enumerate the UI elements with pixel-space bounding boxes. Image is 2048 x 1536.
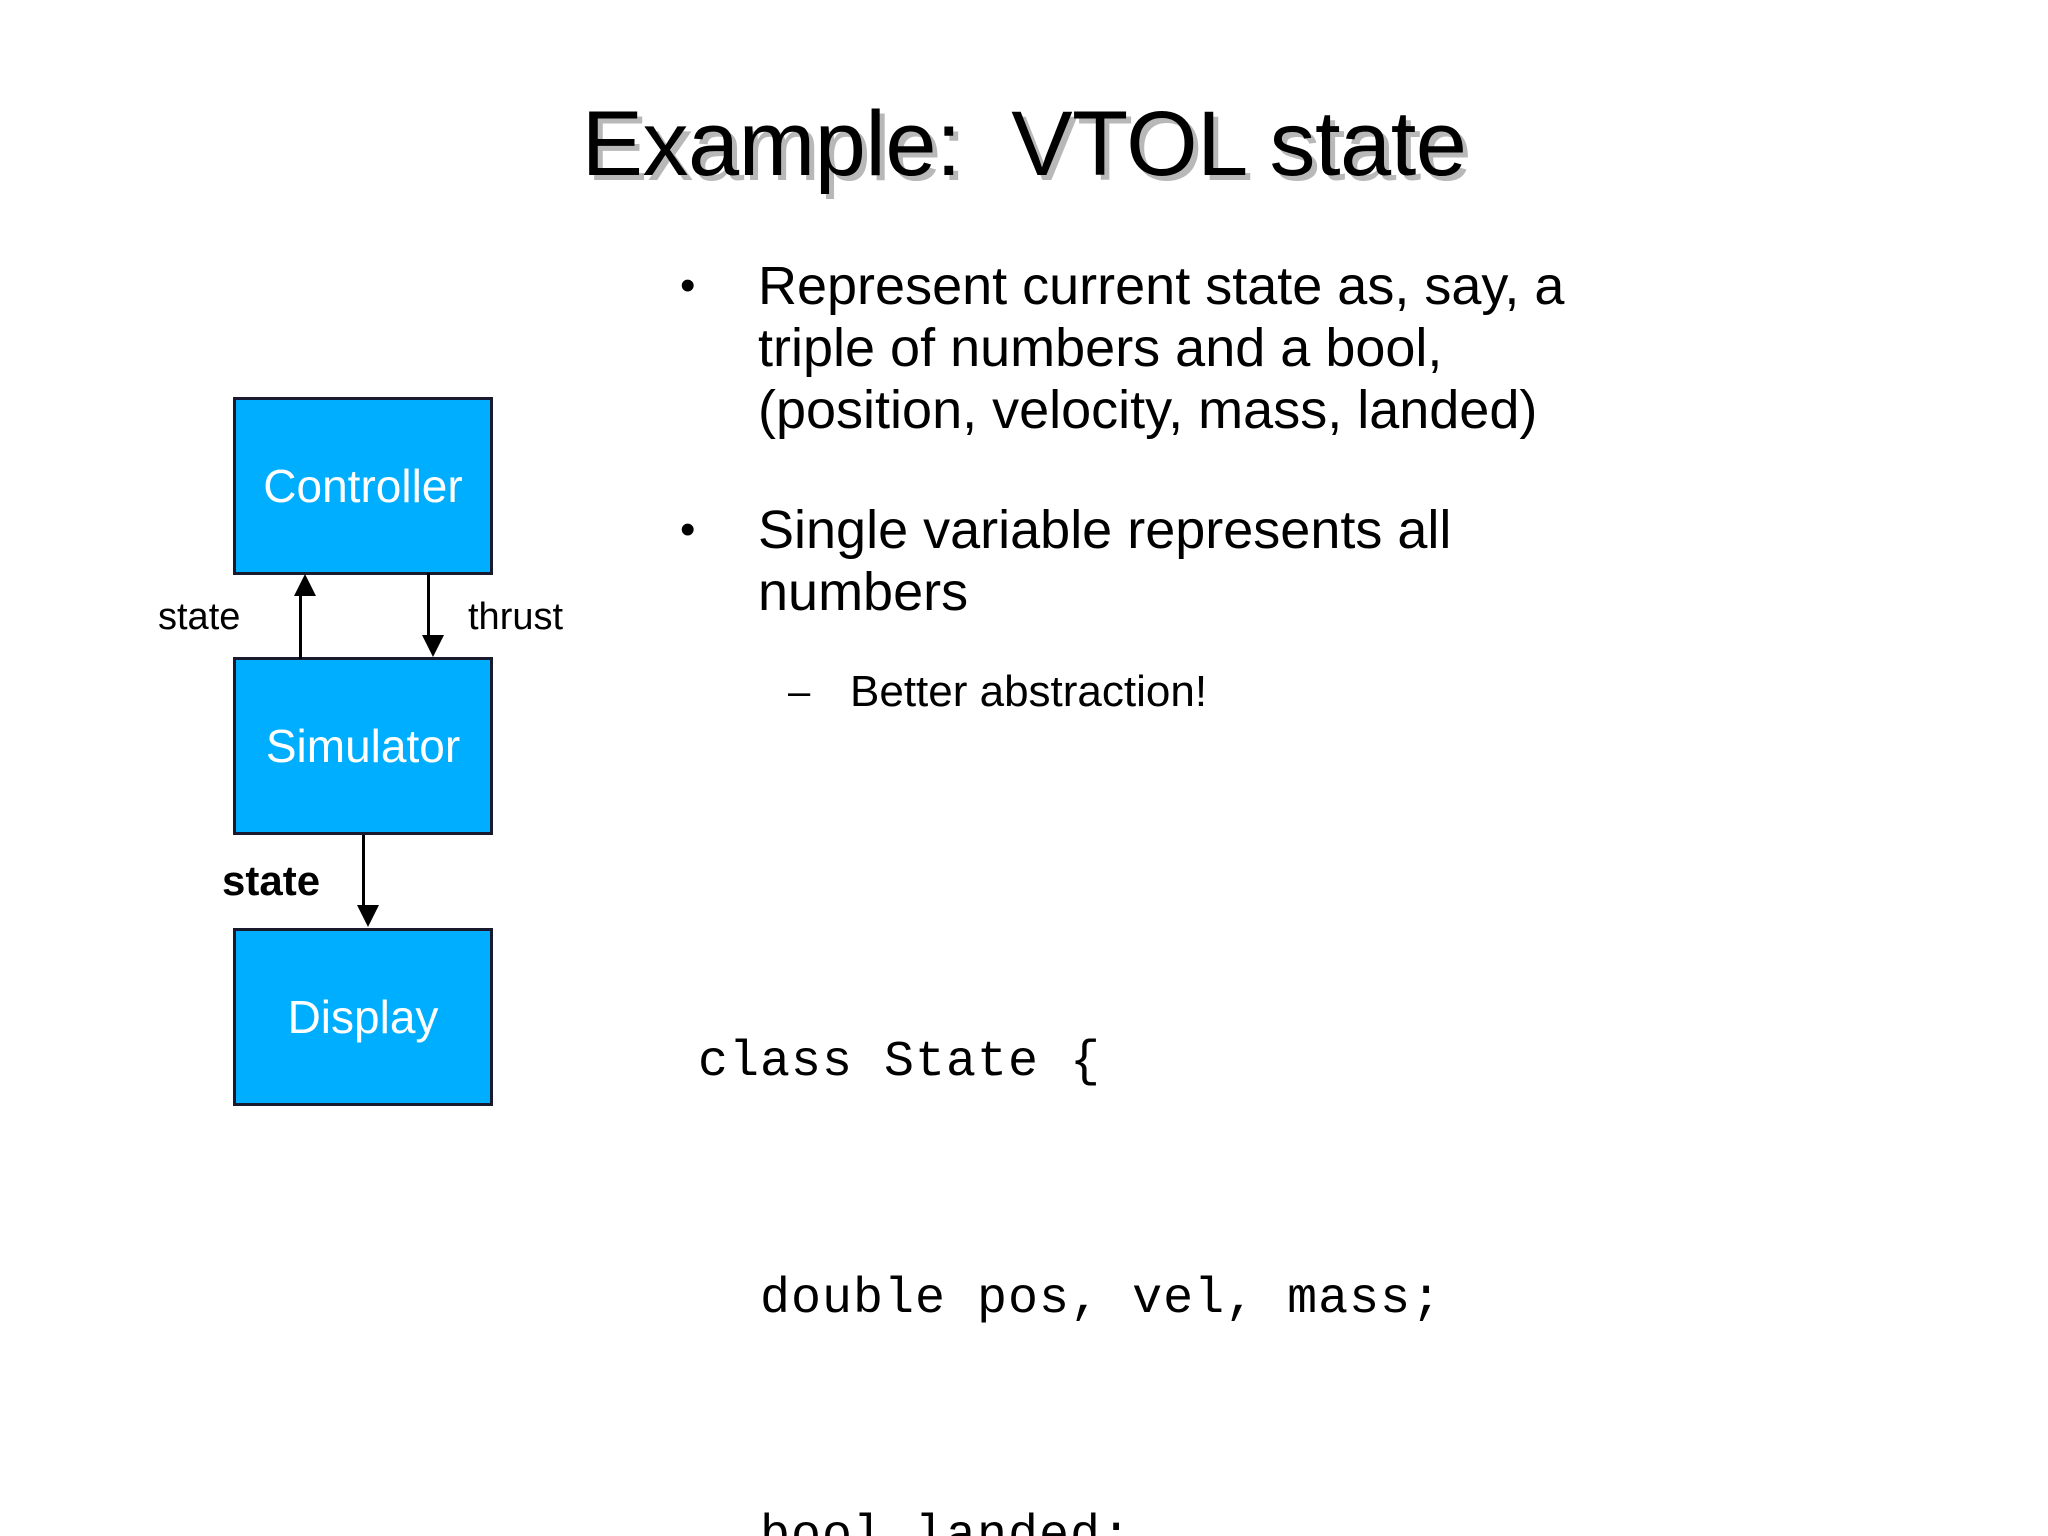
edge-label-state-down: state [222, 857, 321, 904]
edge-thrust-line [427, 573, 430, 637]
diagram-node-display[interactable]: Display [233, 928, 493, 1106]
subbullet-item-1-text: Better abstraction! [850, 667, 1208, 716]
edge-state-down-line [362, 835, 365, 907]
subbullet-item-1: – Better abstraction! [788, 663, 2010, 721]
code-block: class State { double pos, vel, mass; boo… [698, 865, 1442, 1536]
bullet-item-2-text: Single variable represents all numbers [758, 500, 1452, 622]
diagram-node-controller[interactable]: Controller [233, 397, 493, 575]
code-line: double pos, vel, mass; [698, 1271, 1443, 1328]
vtol-control-loop-diagram: Controller Simulator Display state thrus… [0, 0, 680, 1250]
bullet-item-1: • Represent current state as, say, a tri… [680, 255, 2010, 441]
bullet-list: • Represent current state as, say, a tri… [680, 255, 2010, 721]
diagram-node-simulator-label: Simulator [265, 720, 461, 772]
subbullet-spacer [680, 623, 2010, 663]
edge-state-up-line [299, 593, 302, 659]
edge-label-thrust: thrust [468, 596, 564, 638]
code-line: bool landed; [698, 1497, 1442, 1536]
code-line: class State { [698, 1034, 1102, 1091]
bullet-spacer [680, 441, 2010, 499]
arrow-down-icon [422, 635, 444, 657]
diagram-node-display-label: Display [287, 991, 439, 1043]
bullet-dot-icon: • [680, 261, 696, 310]
page-title: Example: VTOL state [581, 93, 1467, 195]
arrow-up-icon [294, 574, 316, 596]
edge-label-state-up: state [158, 596, 241, 638]
diagram-node-simulator[interactable]: Simulator [233, 657, 493, 835]
bullet-dot-icon: • [680, 505, 696, 554]
bullet-item-1-text: Represent current state as, say, a tripl… [758, 256, 1565, 440]
arrow-down-icon [357, 905, 379, 927]
bullet-item-2: • Single variable represents all numbers [680, 499, 2010, 623]
bullet-dash-icon: – [788, 670, 811, 714]
diagram-node-controller-label: Controller [263, 460, 463, 512]
